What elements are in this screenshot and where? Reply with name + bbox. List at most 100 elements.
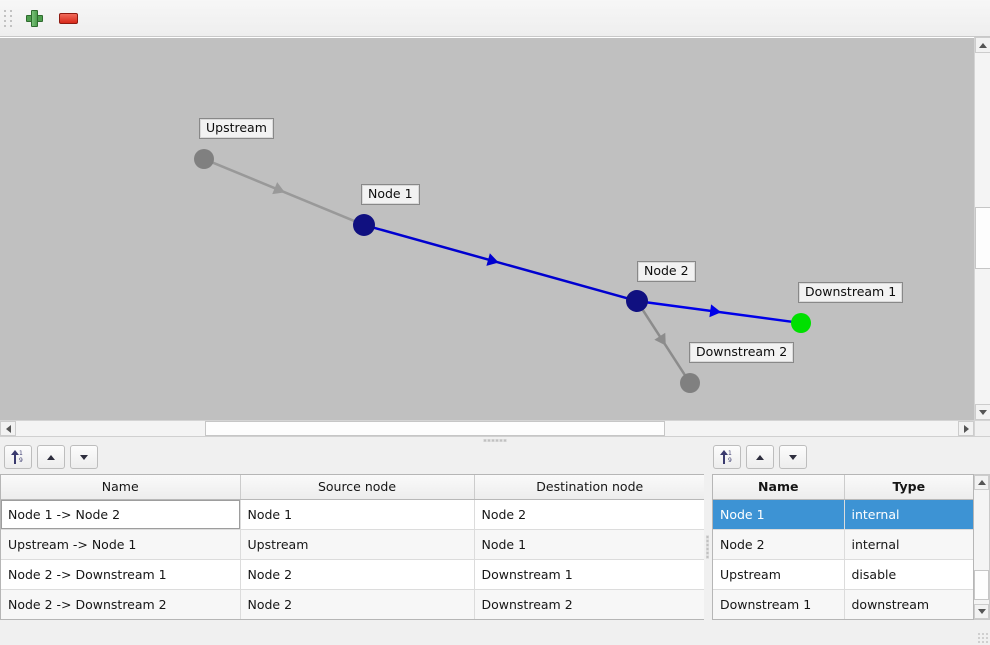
scroll-down-button[interactable] xyxy=(975,404,990,420)
edge-source-node: Upstream xyxy=(240,529,475,560)
node-name: Node 2 xyxy=(713,529,845,560)
edges-move-down-button[interactable] xyxy=(70,445,98,469)
graph-node-node1[interactable] xyxy=(353,214,375,236)
toolbar-drag-handle[interactable] xyxy=(3,7,13,29)
nodes-vertical-scrollbar[interactable] xyxy=(974,474,990,620)
edges-move-up-button[interactable] xyxy=(37,445,65,469)
scrollbar-corner xyxy=(974,420,990,436)
table-empty-row xyxy=(1,619,705,620)
column-header-destination[interactable]: Destination node xyxy=(474,475,705,500)
empty-cell xyxy=(474,619,705,620)
graph-horizontal-scroll-thumb[interactable] xyxy=(205,421,665,436)
triangle-up-icon xyxy=(47,454,55,460)
edge-source-node: Node 1 xyxy=(240,499,475,530)
edge-source-node: Node 2 xyxy=(240,589,475,619)
edges-table-frame[interactable]: Name Source node Destination node Node 1… xyxy=(0,474,706,620)
nodes-layer xyxy=(194,149,811,393)
graph-node-label-downstream2[interactable]: Downstream 2 xyxy=(689,342,795,363)
nodes-vertical-scroll-thumb[interactable] xyxy=(974,570,989,600)
graph-edge-node1-node2[interactable] xyxy=(373,226,628,300)
graph-node-label-node2[interactable]: Node 2 xyxy=(637,261,696,282)
add-node-button[interactable] xyxy=(19,3,49,33)
nodes-move-up-button[interactable] xyxy=(746,445,774,469)
plus-icon xyxy=(25,9,43,27)
column-header-source[interactable]: Source node xyxy=(240,475,475,500)
node-type: internal xyxy=(844,529,973,560)
nodes-move-down-button[interactable] xyxy=(779,445,807,469)
node-name: Node 1 xyxy=(713,499,845,530)
edges-table-header-row: Name Source node Destination node xyxy=(1,475,705,500)
graph-node-upstream[interactable] xyxy=(194,149,214,169)
vertical-splitter[interactable] xyxy=(704,474,712,620)
table-empty-row xyxy=(713,619,973,620)
node-name: Upstream xyxy=(713,559,845,590)
column-header-name[interactable]: Name xyxy=(713,475,845,500)
edge-destination-node: Node 1 xyxy=(474,529,705,560)
scroll-down-button[interactable] xyxy=(974,604,989,619)
edge-destination-node: Downstream 1 xyxy=(474,559,705,590)
graph-node-downstream1[interactable] xyxy=(791,313,811,333)
edges-table[interactable]: Name Source node Destination node Node 1… xyxy=(1,475,705,620)
empty-cell xyxy=(240,619,474,620)
triangle-down-icon xyxy=(977,609,986,614)
horizontal-splitter[interactable] xyxy=(0,437,990,446)
column-header-name[interactable]: Name xyxy=(1,475,241,500)
triangle-up-icon xyxy=(979,42,987,48)
remove-node-button[interactable] xyxy=(53,3,83,33)
edge-source-node: Node 2 xyxy=(240,559,475,590)
scroll-up-button[interactable] xyxy=(975,37,990,53)
empty-cell xyxy=(844,619,973,620)
empty-cell xyxy=(1,619,240,620)
graph-vertical-scroll-thumb[interactable] xyxy=(975,207,990,269)
graph-vertical-scrollbar[interactable] xyxy=(974,37,990,420)
graph-node-label-downstream1[interactable]: Downstream 1 xyxy=(798,282,904,303)
graph-node-label-node1[interactable]: Node 1 xyxy=(361,184,420,205)
edge-name: Node 2 -> Downstream 1 xyxy=(1,559,241,590)
graph-node-node2[interactable] xyxy=(626,290,648,312)
graph-node-downstream2[interactable] xyxy=(680,373,700,393)
triangle-down-icon xyxy=(789,454,797,460)
triangle-down-icon xyxy=(979,409,987,415)
nodes-table-header-row: Name Type xyxy=(713,475,973,500)
splitter-grip-dots xyxy=(706,535,709,559)
graph-horizontal-scrollbar[interactable] xyxy=(0,420,974,436)
triangle-up-icon xyxy=(977,480,986,485)
node-name: Downstream 1 xyxy=(713,589,845,619)
triangle-up-icon xyxy=(756,454,764,460)
edge-arrowhead-node2-downstream1 xyxy=(709,304,722,318)
scroll-right-button[interactable] xyxy=(958,421,974,436)
graph-svg xyxy=(194,149,811,393)
scroll-up-button[interactable] xyxy=(974,475,989,490)
scroll-left-button[interactable] xyxy=(0,421,16,436)
empty-cell xyxy=(713,619,844,620)
minus-icon xyxy=(58,12,78,24)
main-toolbar xyxy=(0,0,990,37)
window-resize-grip[interactable] xyxy=(978,633,988,643)
column-header-type[interactable]: Type xyxy=(844,475,973,500)
edge-name: Node 2 -> Downstream 2 xyxy=(1,589,241,619)
edge-destination-node: Node 2 xyxy=(474,499,705,530)
graph-node-label-upstream[interactable]: Upstream xyxy=(199,118,274,139)
